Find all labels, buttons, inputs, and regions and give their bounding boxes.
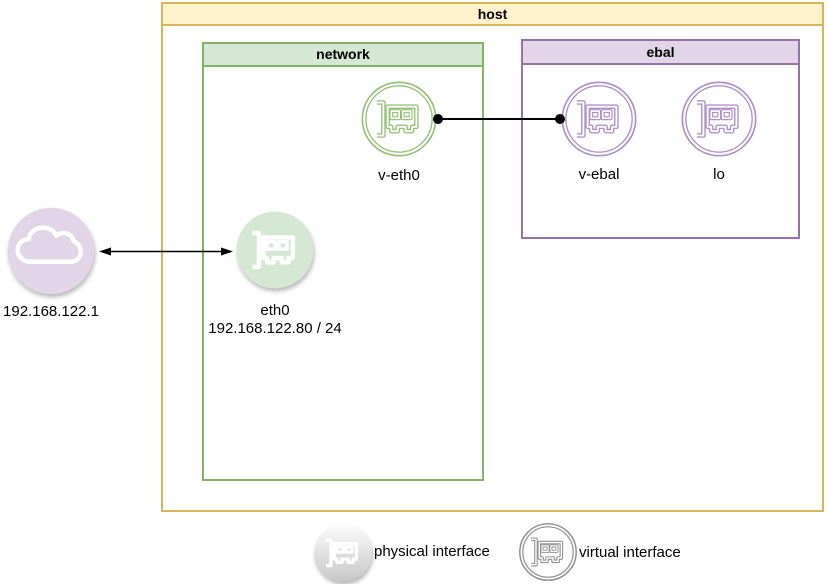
- node-eth0-name: eth0: [260, 302, 290, 319]
- legend-virtual-label: virtual interface: [579, 544, 681, 561]
- physical-interface-legend-icon: [314, 524, 372, 582]
- node-eth0-ip: 192.168.122.80 / 24: [208, 320, 342, 337]
- node-v-ebal[interactable]: [560, 80, 638, 158]
- node-v-ebal-label: v-ebal: [578, 166, 620, 183]
- nic-icon: [697, 102, 736, 135]
- container-network-title: network: [316, 46, 370, 62]
- virtual-interface-icon: [361, 81, 437, 157]
- cloud-icon: [7, 207, 95, 295]
- arrowhead-left: [99, 247, 111, 256]
- nic-icon: [377, 102, 416, 135]
- node-cloud-label: 192.168.122.1: [3, 303, 99, 320]
- legend-physical-label: physical interface: [374, 543, 490, 560]
- container-network-titlebar: network: [204, 44, 482, 67]
- legend-physical-icon-wrap[interactable]: [313, 523, 373, 583]
- nic-icon: [529, 537, 564, 567]
- node-eth0[interactable]: [235, 210, 315, 290]
- container-ebal-titlebar: ebal: [523, 41, 798, 65]
- container-ebal-title: ebal: [646, 44, 675, 60]
- physical-interface-icon: [236, 211, 314, 289]
- container-host-title: host: [477, 6, 508, 22]
- node-cloud[interactable]: [6, 206, 96, 296]
- virtual-interface-icon: [681, 81, 757, 157]
- virtual-interface-icon: [561, 81, 637, 157]
- node-v-eth0[interactable]: [360, 80, 438, 158]
- nic-icon: [324, 538, 359, 568]
- nic-icon: [252, 233, 292, 267]
- node-v-eth0-label: v-eth0: [378, 167, 420, 184]
- node-lo-label: lo: [713, 166, 725, 183]
- virtual-interface-legend-icon: [519, 523, 577, 581]
- node-eth0-label: eth0 192.168.122.80 / 24: [195, 302, 355, 338]
- container-host-titlebar: host: [163, 4, 822, 26]
- node-lo[interactable]: [680, 80, 758, 158]
- legend-virtual-icon-wrap[interactable]: [518, 522, 578, 582]
- nic-icon: [577, 102, 616, 135]
